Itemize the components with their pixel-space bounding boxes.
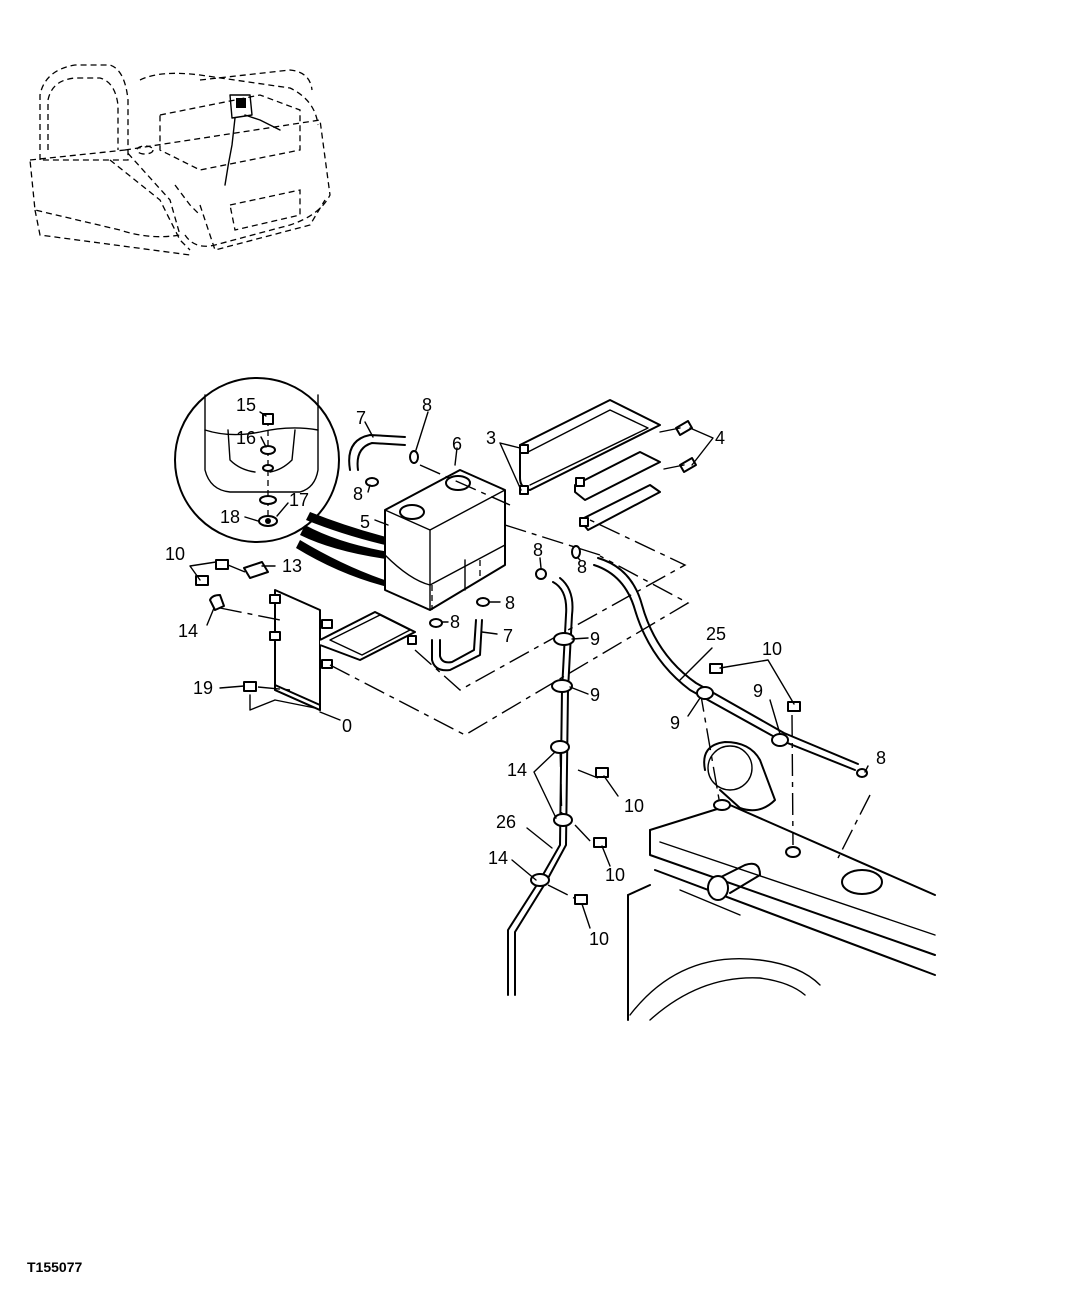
callout-10-a: 10 (624, 796, 644, 816)
hose-7-top (348, 434, 406, 471)
bolt-4 (659, 420, 697, 473)
callout-7-bottom: 7 (503, 626, 513, 646)
callout-3: 3 (486, 428, 496, 448)
callout-25: 25 (706, 624, 726, 644)
bolt-10-d (593, 837, 607, 848)
bolt-10-e (574, 894, 588, 905)
callout-8-right: 8 (876, 748, 886, 768)
strap-3 (519, 399, 661, 531)
callout-6: 6 (452, 434, 462, 454)
callout-19: 19 (193, 678, 213, 698)
clamp-8-mid (535, 568, 547, 580)
clamp-8-top (409, 450, 419, 464)
callout-8-tank-a: 8 (505, 593, 515, 613)
leader-lines (189, 411, 869, 929)
bolt-19 (243, 681, 257, 692)
bolt-10-g (787, 701, 801, 712)
clamp-8-line (571, 545, 581, 559)
bolt-10-f (709, 663, 723, 674)
bolt-10-c (595, 767, 609, 778)
clamp-8-tank-a (476, 597, 490, 607)
callout-8-tank-b: 8 (450, 612, 460, 632)
callout-8-top: 8 (422, 395, 432, 415)
callout-10-c: 10 (589, 929, 609, 949)
machine-locator-view (29, 64, 331, 256)
callout-7-top: 7 (356, 408, 366, 428)
callout-14-low: 14 (488, 848, 508, 868)
bracket-13 (243, 561, 269, 579)
callout-9-d: 9 (670, 713, 680, 733)
radiator-assembly (627, 741, 936, 1021)
reservoir-tank (384, 469, 506, 611)
detail-circle (174, 377, 340, 543)
callout-5: 5 (360, 512, 370, 532)
bolt-10-a (215, 559, 229, 570)
callout-10-right: 10 (762, 639, 782, 659)
callout-17: 17 (289, 490, 309, 510)
callout-26: 26 (496, 812, 516, 832)
callout-16: 16 (236, 428, 256, 448)
callout-4: 4 (715, 428, 725, 448)
callout-9-c: 9 (753, 681, 763, 701)
callout-8-mid: 8 (533, 540, 543, 560)
figure-id: T155077 (27, 1259, 82, 1275)
bolt-10-b (195, 575, 209, 586)
callout-8-left: 8 (353, 484, 363, 504)
line-26 (507, 577, 575, 996)
callout-10-b: 10 (605, 865, 625, 885)
callout-10-left: 10 (165, 544, 185, 564)
callout-9-a: 9 (590, 629, 600, 649)
clamp-8-tank-b (429, 618, 443, 628)
clip-14-left (209, 594, 225, 611)
hose-7-bottom (431, 619, 483, 672)
callout-8-line: 8 (577, 557, 587, 577)
detail-link-band-3 (296, 540, 400, 590)
callout-15: 15 (236, 395, 256, 415)
callout-14-mid: 14 (507, 760, 527, 780)
callout-18: 18 (220, 507, 240, 527)
callout-9-b: 9 (590, 685, 600, 705)
line-25 (593, 557, 859, 771)
clamp-8-left (365, 477, 379, 487)
callout-13: 13 (282, 556, 302, 576)
bracket-0 (269, 589, 417, 711)
clamp-8-right (856, 768, 868, 778)
callout-14-left: 14 (178, 621, 198, 641)
callout-0: 0 (342, 716, 352, 736)
callout-labels: 7 8 3 4 6 8 5 8 8 8 8 7 9 9 10 13 14 19 … (165, 395, 886, 949)
